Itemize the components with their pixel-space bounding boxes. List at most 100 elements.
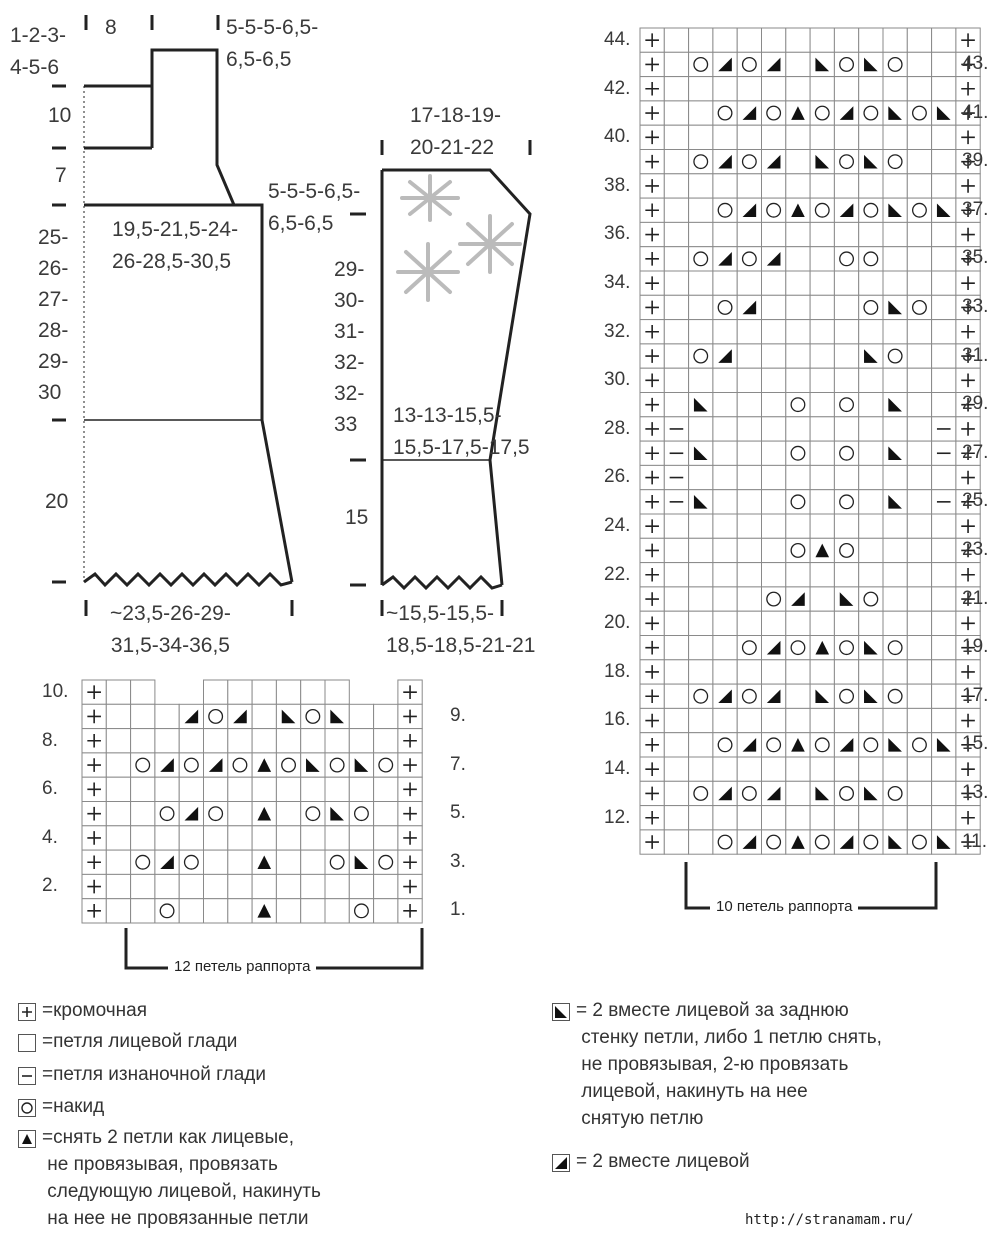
circle-icon	[839, 785, 855, 801]
chart-cell	[130, 752, 156, 778]
chart-cell	[858, 756, 884, 782]
chart-cell	[833, 707, 860, 734]
chart-cell	[761, 732, 787, 758]
chart-cell	[809, 489, 835, 515]
chart-cell	[809, 513, 835, 539]
chart-cell	[882, 537, 908, 564]
chart-cell	[663, 367, 690, 394]
plus-icon	[645, 689, 659, 704]
chart-cell	[736, 100, 763, 126]
chart-cell	[858, 221, 884, 248]
right-decrease-icon	[766, 786, 781, 801]
chart-cell	[858, 537, 884, 564]
circle-icon	[839, 688, 855, 704]
plus-icon	[645, 567, 659, 582]
plus-icon	[645, 397, 659, 412]
row-number-label: 22.	[604, 563, 631, 585]
chart-cell	[833, 635, 860, 661]
chart-cell	[858, 562, 884, 588]
chart-cell	[858, 124, 884, 150]
chart-cell	[688, 805, 714, 831]
row-number-label: 19.	[962, 636, 989, 658]
chart-cell	[712, 319, 738, 345]
chart-cell	[931, 707, 957, 734]
chart-cell	[736, 489, 763, 515]
chart-cell	[785, 537, 811, 564]
chart-cell	[761, 124, 787, 150]
triangle-icon	[18, 1130, 36, 1148]
chart-cell	[348, 703, 375, 730]
circle-icon	[814, 737, 830, 753]
chart-cell	[761, 392, 787, 418]
chart-cell	[931, 270, 957, 296]
chart-cell	[906, 805, 933, 831]
chart-cell	[688, 246, 714, 272]
chart-cell	[154, 898, 180, 924]
row-number-label: 32.	[604, 320, 631, 342]
right-decrease-icon	[718, 154, 732, 169]
circle-icon	[766, 737, 782, 753]
plus-icon	[961, 373, 975, 388]
circle-icon	[911, 737, 927, 753]
chart-cell	[712, 464, 738, 491]
chart-cell	[736, 197, 763, 223]
chart-cell	[906, 537, 933, 564]
circle-icon	[863, 737, 879, 753]
circle-icon	[790, 542, 806, 558]
chart-cell	[906, 343, 933, 369]
chart-cell	[688, 27, 714, 53]
chart-cell	[785, 149, 811, 175]
chart-cell	[373, 776, 399, 803]
plus-icon	[645, 738, 659, 752]
circle-icon	[305, 708, 321, 724]
chart-cell	[858, 173, 884, 199]
chart-cell	[882, 659, 908, 685]
chart-cell	[300, 728, 326, 754]
chart-cell	[858, 440, 884, 466]
chart-cell	[833, 464, 860, 491]
plus-icon	[645, 762, 659, 776]
chart-cell	[712, 756, 738, 782]
chart-cell	[736, 780, 763, 807]
circle-icon	[766, 591, 782, 607]
chart-cell	[736, 149, 763, 175]
chart-cell	[833, 610, 860, 637]
plus-icon	[961, 203, 975, 218]
chart-cell	[154, 849, 180, 875]
chart-cell	[833, 780, 860, 807]
chart-cell	[275, 898, 302, 924]
right-decrease-icon	[742, 106, 757, 120]
left-decrease-icon	[815, 57, 830, 72]
plus-icon	[961, 567, 975, 582]
circle-icon	[863, 299, 879, 315]
chart-cell	[761, 343, 787, 369]
chart-cell	[736, 610, 763, 637]
circle-icon	[693, 688, 709, 704]
plus-icon	[645, 373, 659, 388]
row-number-label: 11.	[962, 830, 988, 852]
circle-icon	[790, 397, 806, 413]
chart-cell	[809, 343, 835, 369]
circle-icon	[814, 105, 830, 121]
chart-cell	[275, 801, 302, 827]
chart-cell	[809, 124, 835, 150]
chart-cell	[858, 294, 884, 321]
chart-cell	[324, 703, 350, 730]
chart-cell	[736, 246, 763, 272]
chart-cell	[663, 27, 690, 53]
chart-cell	[906, 683, 933, 709]
chart-cell	[906, 489, 933, 515]
chart-cell	[688, 197, 714, 223]
chart-cell	[663, 659, 690, 685]
chart-cell	[858, 489, 884, 515]
chart-cell	[931, 124, 957, 150]
plus-icon	[645, 154, 659, 169]
chart-cell	[955, 635, 981, 661]
chart-cell	[858, 76, 884, 102]
chart-cell	[348, 776, 375, 803]
chart-cell	[809, 562, 835, 588]
chart-cell	[712, 635, 738, 661]
chart-cell	[130, 679, 156, 705]
chart-cell	[663, 124, 690, 150]
chart-cell	[736, 635, 763, 661]
